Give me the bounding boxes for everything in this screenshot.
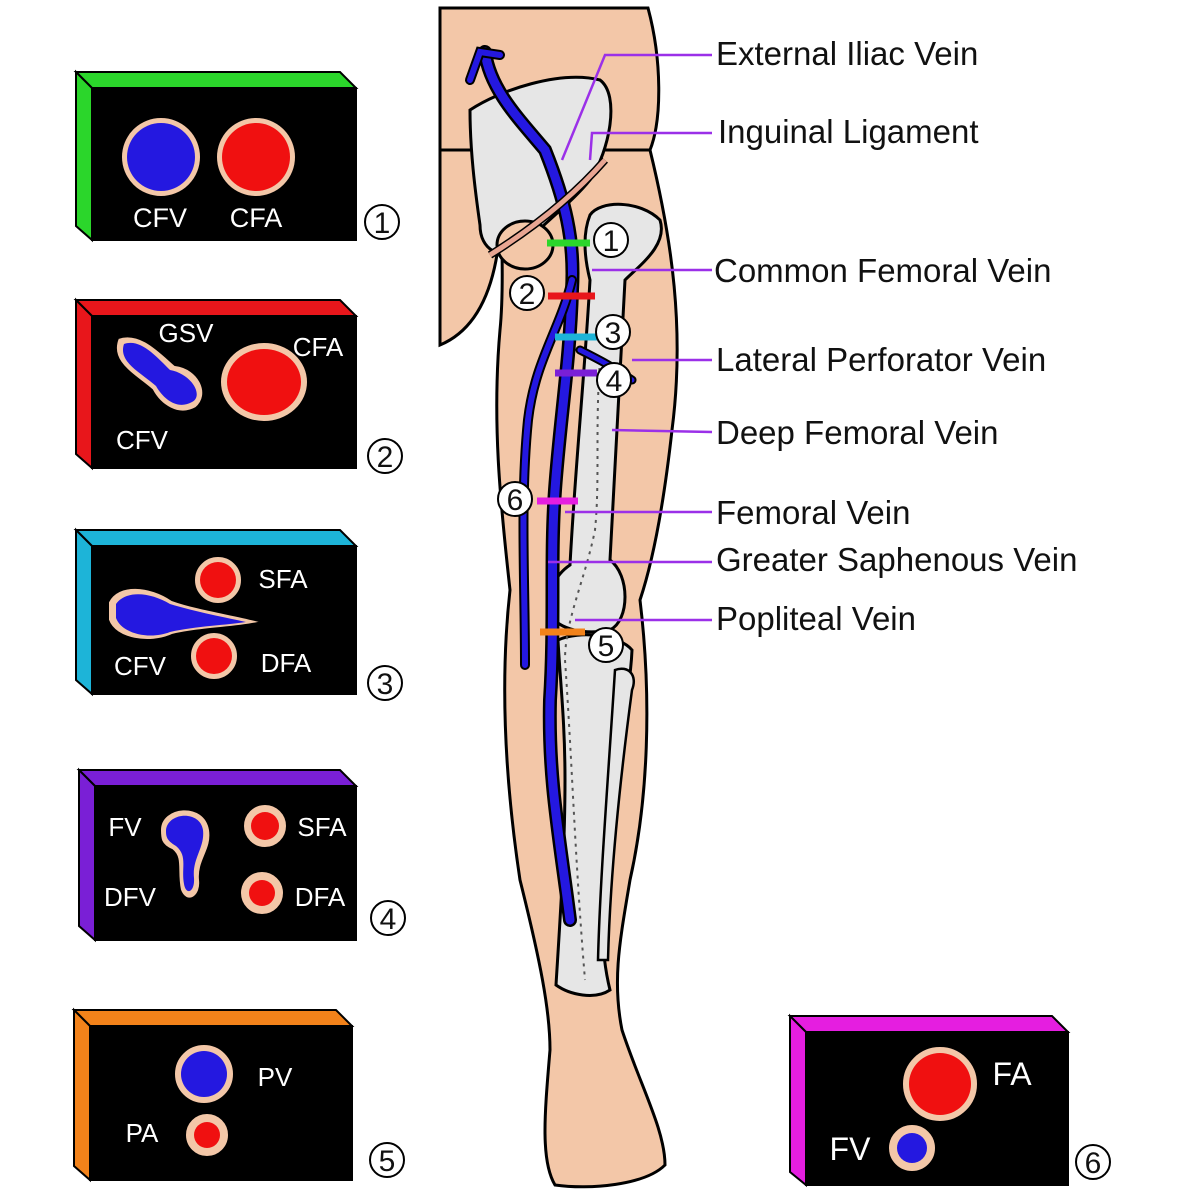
panel-6-number: 6: [1085, 1147, 1102, 1180]
marker-2: 2: [509, 275, 595, 311]
cross-section-panel-6: FA FV 6: [787, 1013, 1111, 1188]
panel-4-dfv-label: DFV: [104, 882, 157, 912]
marker-3: 3: [555, 314, 631, 350]
marker-number: 1: [603, 225, 620, 258]
marker-number: 6: [507, 484, 524, 517]
panel-3-dfa-label: DFA: [261, 648, 312, 678]
label-lateral-perforator-vein: Lateral Perforator Vein: [716, 341, 1046, 378]
panel-4-dfa-label: DFA: [295, 882, 346, 912]
leader-lines: [548, 53, 713, 622]
panel-1-cfv-label: CFV: [133, 203, 187, 233]
panel-2-gsv-label: GSV: [159, 318, 215, 348]
panel-1-cfa-label: CFA: [230, 203, 283, 233]
label-external-iliac-vein: External Iliac Vein: [716, 35, 978, 72]
label-popliteal-vein: Popliteal Vein: [716, 600, 916, 637]
section-markers: 1 2 3 4 6 5: [497, 222, 632, 663]
marker-5: 5: [540, 627, 624, 663]
marker-number: 5: [598, 630, 615, 663]
anatomy-labels: External Iliac Vein Inguinal Ligament Co…: [714, 35, 1077, 637]
panel-6-fv-label: FV: [830, 1131, 872, 1167]
label-femoral-vein: Femoral Vein: [716, 494, 910, 531]
label-deep-femoral-vein: Deep Femoral Vein: [716, 414, 998, 451]
artery-dotted-path: [563, 359, 601, 981]
label-inguinal-ligament: Inguinal Ligament: [718, 113, 979, 150]
panel-6-fa-label: FA: [992, 1056, 1032, 1092]
marker-1: 1: [547, 222, 629, 258]
cross-section-panel-2: GSV CFA CFV 2: [73, 297, 403, 474]
marker-6: 6: [497, 481, 578, 517]
panel-5-pv-label: PV: [258, 1062, 293, 1092]
panel-3-number: 3: [377, 668, 394, 701]
marker-number: 4: [606, 365, 623, 398]
panel-4-fv-label: FV: [108, 812, 142, 842]
panel-4-number: 4: [380, 903, 397, 936]
cross-section-panel-3: SFA CFV DFA 3: [73, 527, 403, 701]
panel-5-number: 5: [379, 1145, 396, 1178]
panel-2-cfv-label: CFV: [116, 425, 169, 455]
cross-section-panel-4: FV SFA DFV DFA 4: [76, 767, 406, 943]
label-common-femoral-vein: Common Femoral Vein: [714, 252, 1051, 289]
panel-2-cfa-label: CFA: [293, 332, 344, 362]
panel-3-cfv-label: CFV: [114, 651, 167, 681]
marker-number: 2: [519, 278, 536, 311]
marker-number: 3: [605, 317, 622, 350]
panel-5-pa-label: PA: [126, 1118, 159, 1148]
cross-section-panel-1: CFV CFA 1: [73, 69, 400, 243]
panel-2-number: 2: [377, 441, 394, 474]
panel-3-sfa-label: SFA: [258, 564, 308, 594]
fibula-bone: [596, 667, 635, 962]
panel-1-number: 1: [374, 207, 391, 240]
leg-illustration: [438, 6, 679, 1189]
cross-section-panel-5: PV PA 5: [71, 1007, 405, 1183]
marker-4: 4: [555, 362, 632, 398]
label-greater-saphenous-vein: Greater Saphenous Vein: [716, 541, 1077, 578]
panel-4-sfa-label: SFA: [297, 812, 347, 842]
